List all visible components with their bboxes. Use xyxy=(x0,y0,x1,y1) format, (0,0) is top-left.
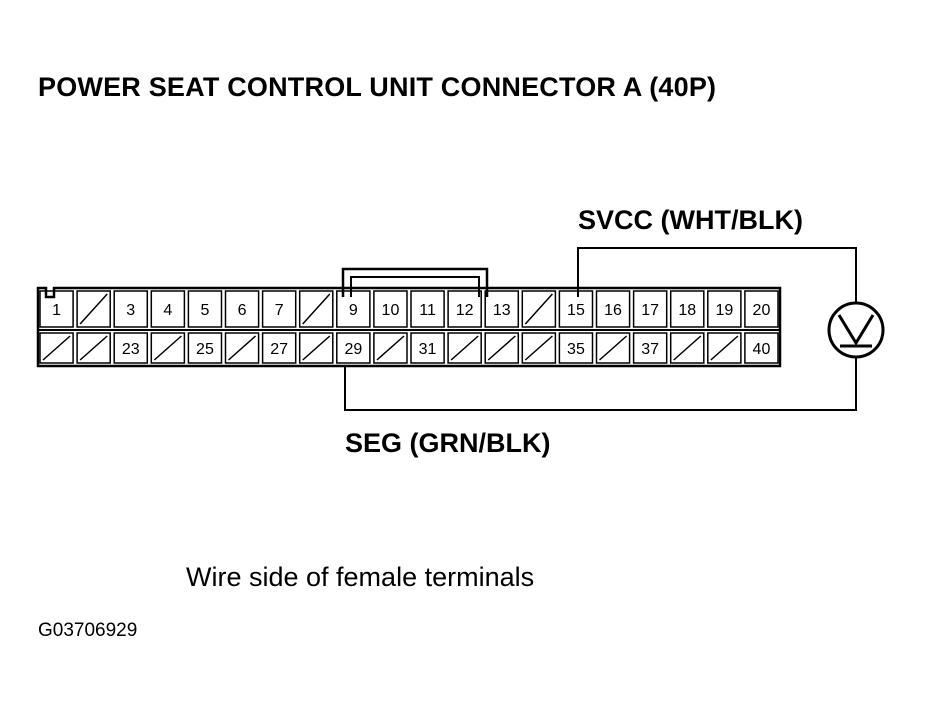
pin-17: 17 xyxy=(632,290,668,328)
pin-31: 31 xyxy=(410,332,445,364)
pin-number-19: 19 xyxy=(715,302,733,319)
pin-number-7: 7 xyxy=(275,302,284,319)
connector-lock-tab xyxy=(341,267,489,297)
unused-cavity-slash xyxy=(673,335,702,361)
pin-number-5: 5 xyxy=(200,302,209,319)
pin-6: 6 xyxy=(224,290,260,328)
pin-number-4: 4 xyxy=(163,302,172,319)
pin-number-31: 31 xyxy=(419,341,437,358)
unused-cavity-slash xyxy=(302,335,331,361)
unused-cavity-slash xyxy=(79,293,108,325)
pin-3: 3 xyxy=(113,290,149,328)
pin-19: 19 xyxy=(707,290,742,328)
pin-number-10: 10 xyxy=(382,302,400,319)
pin-number-27: 27 xyxy=(270,341,288,358)
unused-cavity-slash xyxy=(153,335,182,361)
pin-5: 5 xyxy=(187,290,223,328)
unused-cavity-slash xyxy=(710,335,739,361)
pin-number-11: 11 xyxy=(419,302,436,319)
seg-wire-label: SEG (GRN/BLK) xyxy=(345,428,551,458)
unused-cavity-slash xyxy=(302,293,331,325)
pin-number-25: 25 xyxy=(196,341,214,358)
pin-number-37: 37 xyxy=(641,341,659,358)
pin-7: 7 xyxy=(261,290,297,328)
pin-39 xyxy=(707,332,742,364)
pin-29: 29 xyxy=(336,332,371,364)
pin-32 xyxy=(447,332,482,364)
unused-cavity-slash xyxy=(376,335,405,361)
pin-24 xyxy=(150,332,186,364)
pin-13: 13 xyxy=(484,290,520,328)
pin-26 xyxy=(224,332,260,364)
pin-number-12: 12 xyxy=(456,302,474,319)
pin-28 xyxy=(298,332,334,364)
pin-37: 37 xyxy=(632,332,668,364)
unused-cavity-slash xyxy=(79,335,108,361)
pin-number-20: 20 xyxy=(753,302,771,319)
pin-10: 10 xyxy=(373,290,408,328)
pin-16: 16 xyxy=(595,290,631,328)
pin-22 xyxy=(76,332,111,364)
figure-id: G03706929 xyxy=(38,620,138,641)
voltmeter-icon xyxy=(827,301,885,359)
pin-number-9: 9 xyxy=(349,302,358,319)
pin-33 xyxy=(484,332,520,364)
unused-cavity-slash xyxy=(599,335,628,361)
pin-4: 4 xyxy=(150,290,186,328)
pin-38 xyxy=(669,332,705,364)
unused-cavity-slash xyxy=(450,335,479,361)
connector-view-caption: Wire side of female terminals xyxy=(186,562,535,592)
pin-20: 20 xyxy=(744,290,779,328)
pin-2 xyxy=(76,290,111,328)
pin-15: 15 xyxy=(558,290,594,328)
pin-25: 25 xyxy=(187,332,223,364)
pin-36 xyxy=(595,332,631,364)
pin-8 xyxy=(298,290,334,328)
pin-12: 12 xyxy=(447,290,482,328)
pin-1: 1 xyxy=(39,290,74,328)
unused-cavity-slash xyxy=(487,335,516,361)
pin-number-15: 15 xyxy=(567,302,585,319)
diagram-title: POWER SEAT CONTROL UNIT CONNECTOR A (40P… xyxy=(38,72,717,102)
pin-number-3: 3 xyxy=(126,302,135,319)
pin-40: 40 xyxy=(744,332,779,364)
pin-number-13: 13 xyxy=(493,302,511,319)
unused-cavity-slash xyxy=(42,335,71,361)
pin-30 xyxy=(373,332,408,364)
connector-housing xyxy=(36,286,782,368)
pin-number-18: 18 xyxy=(678,302,696,319)
pin-number-6: 6 xyxy=(238,302,247,319)
unused-cavity-slash xyxy=(524,335,553,361)
pin-number-16: 16 xyxy=(604,302,622,319)
pin-21 xyxy=(39,332,74,364)
unused-cavity-slash xyxy=(228,335,257,361)
unused-cavity-slash xyxy=(524,293,553,325)
connector-lock-tab-inner xyxy=(350,276,480,297)
pin-9: 9 xyxy=(336,290,371,328)
pin-23: 23 xyxy=(113,332,149,364)
connector-40p xyxy=(36,267,782,368)
pin-number-23: 23 xyxy=(122,341,140,358)
pin-number-40: 40 xyxy=(753,341,771,358)
pin-number-1: 1 xyxy=(52,302,61,319)
pin-35: 35 xyxy=(558,332,594,364)
svcc-wire-label: SVCC (WHT/BLK) xyxy=(578,205,803,235)
pin-number-29: 29 xyxy=(344,341,362,358)
pin-34 xyxy=(521,332,557,364)
pin-27: 27 xyxy=(261,332,297,364)
pin-18: 18 xyxy=(669,290,705,328)
pin-14 xyxy=(521,290,557,328)
seg-wire xyxy=(344,356,857,411)
pin-number-35: 35 xyxy=(567,341,585,358)
pin-number-17: 17 xyxy=(641,302,659,319)
pin-11: 11 xyxy=(410,290,445,328)
svcc-wire xyxy=(577,247,857,304)
